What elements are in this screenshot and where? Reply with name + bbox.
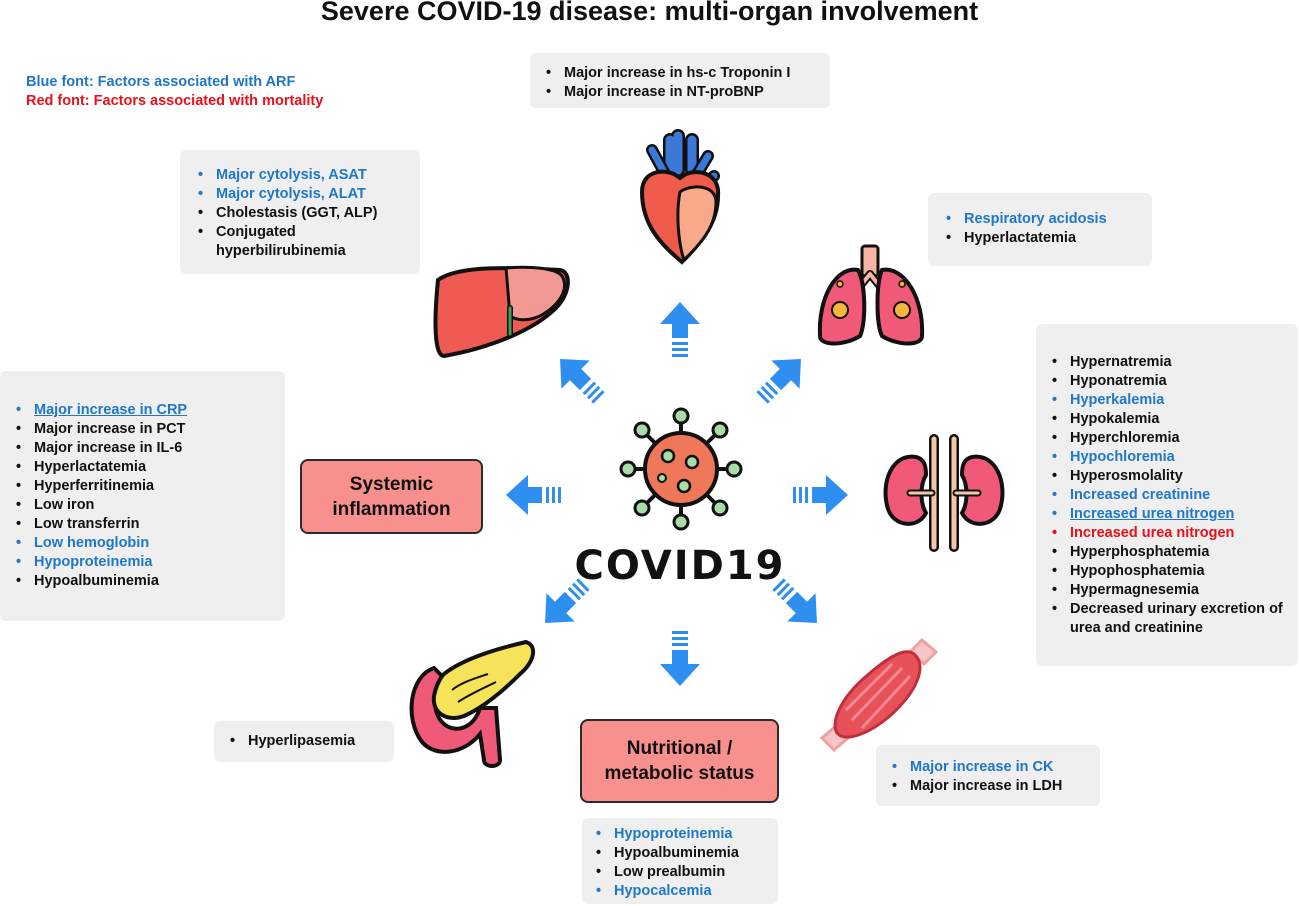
- heart-icon: [639, 129, 721, 265]
- arrow-up: [660, 302, 700, 357]
- list-item: Major increase in IL-6: [12, 439, 277, 458]
- list-item: Low hemoglobin: [12, 534, 277, 553]
- list-item: Hyperkalemia: [1048, 391, 1292, 410]
- virus-icon: [619, 407, 743, 531]
- nutritional-status-box: Nutritional / metabolic status: [580, 719, 779, 803]
- lung-findings-box: Respiratory acidosis Hyperlactatemia: [928, 193, 1152, 266]
- list-item: Major cytolysis, ASAT: [194, 166, 412, 185]
- list-item: Major increase in PCT: [12, 420, 277, 439]
- legend-blue: Blue font: Factors associated with ARF: [26, 74, 296, 90]
- arrow-up-left: [545, 344, 614, 413]
- list-item: Hyperosmolality: [1048, 467, 1292, 486]
- list-item: Respiratory acidosis: [942, 210, 1144, 229]
- list-item: Hypochloremia: [1048, 448, 1292, 467]
- list-item: Major increase in hs-c Troponin I: [542, 64, 820, 83]
- kidneys-icon: [883, 434, 1005, 552]
- list-item: Low iron: [12, 496, 277, 515]
- kidney-findings-box: Hypernatremia Hyponatremia Hyperkalemia …: [1036, 324, 1298, 666]
- list-item: Major increase in NT-proBNP: [542, 83, 820, 102]
- list-item: Low transferrin: [12, 515, 277, 534]
- systemic-findings-box: Major increase in CRP Major increase in …: [0, 371, 285, 621]
- list-item: Cholestasis (GGT, ALP): [194, 204, 412, 223]
- arrow-down-left: [530, 569, 599, 638]
- list-item: Hyperchloremia: [1048, 429, 1292, 448]
- muscle-icon: [819, 637, 939, 753]
- list-item: Hypokalemia: [1048, 410, 1292, 429]
- lungs-icon: [817, 244, 925, 346]
- legend: Blue font: Factors associated with ARF R…: [26, 73, 323, 111]
- liver-findings-box: Major cytolysis, ASAT Major cytolysis, A…: [180, 150, 420, 274]
- list-item: Increased creatinine: [1048, 486, 1292, 505]
- list-item: Hypoalbuminemia: [592, 844, 772, 863]
- arrow-down-right: [763, 569, 832, 638]
- list-item: Major increase in LDH: [888, 777, 1092, 796]
- muscle-findings-box: Major increase in CK Major increase in L…: [876, 745, 1100, 806]
- heart-findings-box: Major increase in hs-c Troponin I Major …: [530, 53, 830, 108]
- pancreas-findings-box: Hyperlipasemia: [214, 721, 394, 762]
- list-item: Low prealbumin: [592, 863, 772, 882]
- list-item: Hyperlactatemia: [942, 229, 1144, 248]
- arrow-down: [660, 631, 700, 686]
- covid19-label: COVID19: [574, 543, 786, 589]
- list-item: Increased urea nitrogen: [1048, 524, 1292, 543]
- arrow-left: [506, 475, 561, 515]
- list-item: Major increase in CRP: [12, 401, 277, 420]
- list-item: Increased urea nitrogen: [1048, 505, 1292, 524]
- systemic-inflammation-box: Systemic inflammation: [300, 459, 483, 534]
- list-item: Hypermagnesemia: [1048, 581, 1292, 600]
- list-item: Hypocalcemia: [592, 882, 772, 901]
- list-item: Hyponatremia: [1048, 372, 1292, 391]
- list-item: Major increase in CK: [888, 758, 1092, 777]
- list-item: Hyperlactatemia: [12, 458, 277, 477]
- nutrition-findings-box: Hypoproteinemia Hypoalbuminemia Low prea…: [582, 818, 778, 904]
- pancreas-icon: [409, 639, 536, 768]
- list-item: Hypoproteinemia: [592, 825, 772, 844]
- list-item: Hyperphosphatemia: [1048, 543, 1292, 562]
- list-item: Hypernatremia: [1048, 353, 1292, 372]
- list-item: Hypophosphatemia: [1048, 562, 1292, 581]
- page-title: Severe COVID-19 disease: multi-organ inv…: [320, 0, 979, 26]
- liver-icon: [433, 265, 570, 359]
- list-item: Major cytolysis, ALAT: [194, 185, 412, 204]
- list-item: Hyperferritinemia: [12, 477, 277, 496]
- list-item: Hyperlipasemia: [226, 732, 386, 751]
- arrow-up-right: [747, 344, 816, 413]
- list-item: Decreased urinary excretion of urea and …: [1048, 600, 1292, 638]
- list-item: Hypoalbuminemia: [12, 572, 277, 591]
- list-item: Hypoproteinemia: [12, 553, 277, 572]
- list-item: Conjugated hyperbilirubinemia: [194, 223, 412, 261]
- arrow-right: [793, 475, 848, 515]
- legend-red: Red font: Factors associated with mortal…: [26, 93, 324, 109]
